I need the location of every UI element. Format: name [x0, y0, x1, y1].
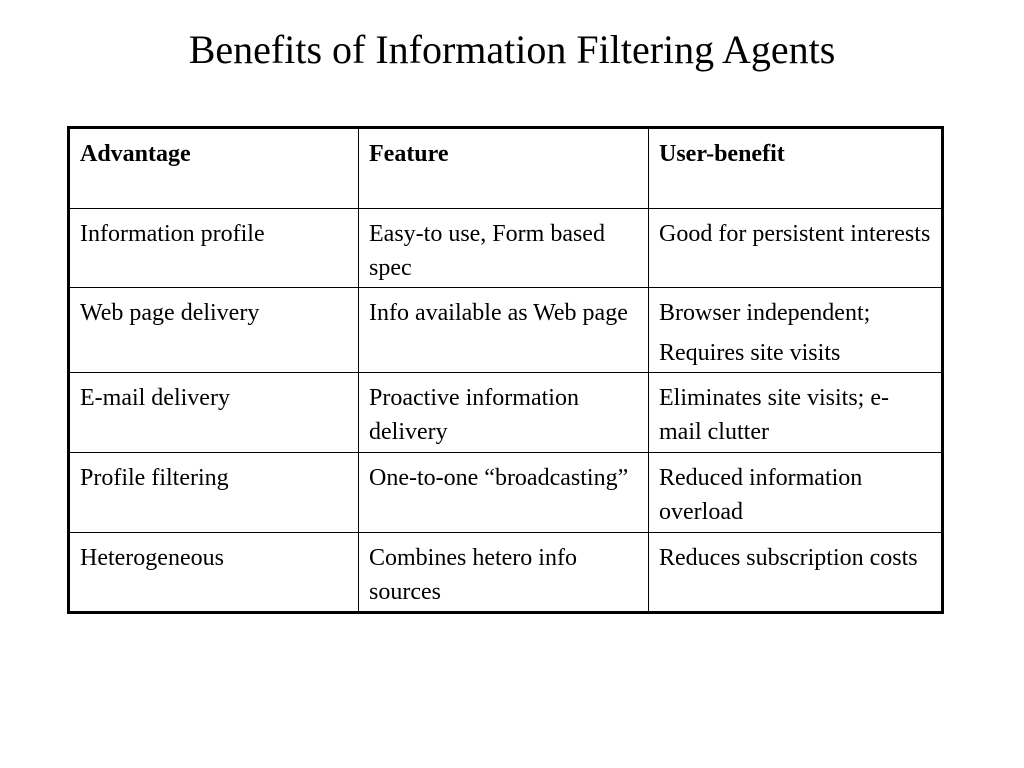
cell-advantage: E-mail delivery [68, 372, 359, 453]
cell-user-benefit: Browser independent; Requires site visit… [648, 287, 943, 373]
benefits-table-container: Advantage Feature User-benefit Informati… [67, 126, 944, 614]
table-row: Profile filtering One-to-one “broadcasti… [68, 452, 943, 533]
benefit-line: Requires site visits [659, 340, 841, 366]
cell-user-benefit: Reduced information overload [648, 452, 943, 533]
table-row: Web page delivery Info available as Web … [68, 287, 943, 373]
header-user-benefit: User-benefit [648, 127, 943, 209]
cell-advantage: Heterogeneous [68, 532, 359, 613]
cell-advantage: Information profile [68, 208, 359, 288]
header-feature: Feature [358, 127, 649, 209]
cell-advantage: Profile filtering [68, 452, 359, 533]
cell-feature: Combines hetero info sources [358, 532, 649, 613]
table-row: E-mail delivery Proactive information de… [68, 372, 943, 453]
cell-feature: One-to-one “broadcasting” [358, 452, 649, 533]
cell-user-benefit: Reduces subscription costs [648, 532, 943, 613]
slide-title: Benefits of Information Filtering Agents [188, 27, 836, 72]
header-advantage: Advantage [68, 127, 359, 209]
benefits-table: Advantage Feature User-benefit Informati… [67, 126, 944, 614]
cell-advantage: Web page delivery [68, 287, 359, 373]
cell-user-benefit: Eliminates site visits; e-mail clutter [648, 372, 943, 453]
cell-feature: Proactive information delivery [358, 372, 649, 453]
table-header-row: Advantage Feature User-benefit [68, 127, 943, 209]
table-row: Heterogeneous Combines hetero info sourc… [68, 532, 943, 613]
cell-feature: Easy-to use, Form based spec [358, 208, 649, 288]
cell-user-benefit: Good for persistent interests [648, 208, 943, 288]
cell-feature: Info available as Web page [358, 287, 649, 373]
benefit-line: Browser independent; [659, 300, 871, 326]
table-row: Information profile Easy-to use, Form ba… [68, 208, 943, 288]
